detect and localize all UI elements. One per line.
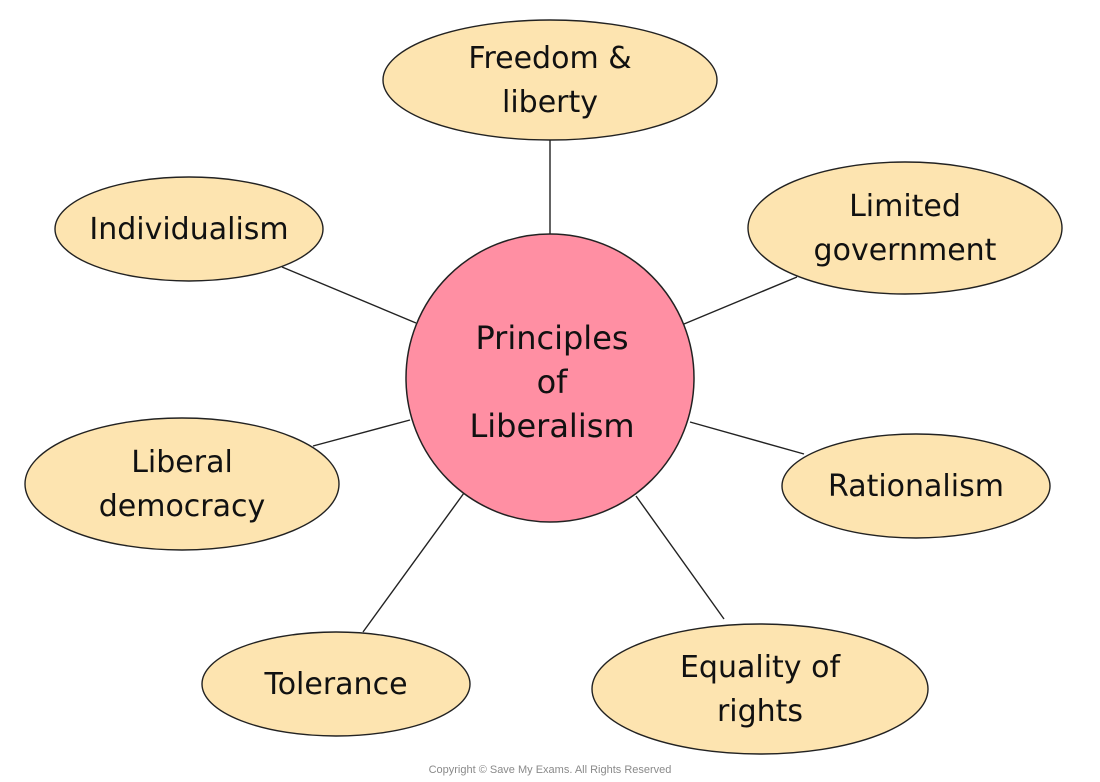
node-label-freedom-liberty-line-2: liberty <box>502 85 598 120</box>
center-node: Principles of Liberalism <box>405 233 695 523</box>
connector-individualism <box>281 266 417 324</box>
node-rationalism: Rationalism <box>781 433 1051 539</box>
node-freedom-liberty: Freedom & liberty <box>382 19 718 141</box>
node-label-liberal-democracy-line-1: Liberal <box>131 445 233 480</box>
node-ellipse-limited-government <box>747 161 1063 295</box>
connector-lines <box>281 140 805 633</box>
node-label-liberal-democracy-line-2: democracy <box>99 489 266 524</box>
node-ellipse-equality-of-rights <box>591 623 929 755</box>
node-label-limited-government-line-2: government <box>814 233 997 268</box>
connector-limited-government <box>683 276 798 325</box>
node-ellipse-freedom-liberty <box>382 19 718 141</box>
connector-rationalism <box>689 421 805 455</box>
node-ellipse-liberal-democracy <box>24 417 340 551</box>
node-ellipse-tolerance <box>201 631 471 737</box>
node-limited-government: Limited government <box>747 161 1063 295</box>
connector-equality-of-rights <box>635 495 725 620</box>
node-label-equality-of-rights-line-2: rights <box>717 694 803 729</box>
node-equality-of-rights: Equality of rights <box>591 623 929 755</box>
connector-tolerance <box>362 492 465 633</box>
center-label-line-1: Principles <box>475 319 628 357</box>
node-label-equality-of-rights-line-1: Equality of <box>680 650 841 685</box>
center-label-line-3: Liberalism <box>469 407 634 445</box>
node-liberal-democracy: Liberal democracy <box>24 417 340 551</box>
node-ellipse-rationalism <box>781 433 1051 539</box>
node-tolerance: Tolerance <box>201 631 471 737</box>
node-individualism: Individualism <box>54 176 324 282</box>
node-label-rationalism-line-1: Rationalism <box>828 469 1004 504</box>
node-label-limited-government-line-1: Limited <box>849 189 961 224</box>
center-circle <box>405 233 695 523</box>
node-label-tolerance-line-1: Tolerance <box>263 667 407 702</box>
node-ellipse-individualism <box>54 176 324 282</box>
copyright-notice: Copyright © Save My Exams. All Rights Re… <box>428 764 672 776</box>
node-label-individualism-line-1: Individualism <box>89 212 288 247</box>
connector-liberal-democracy <box>312 419 411 447</box>
center-label-line-2: of <box>537 363 569 401</box>
node-label-freedom-liberty-line-1: Freedom & <box>468 41 631 76</box>
